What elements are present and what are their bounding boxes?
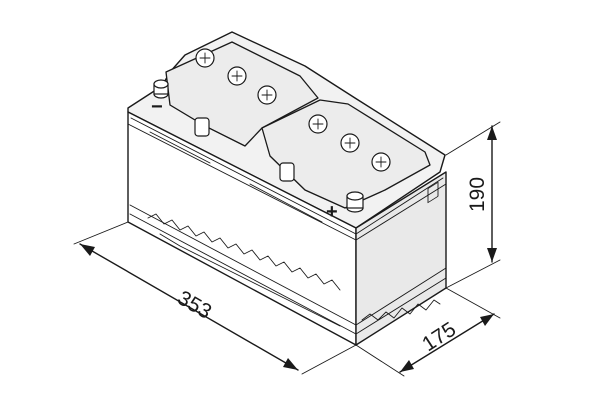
arrowhead-height-top [487, 126, 497, 140]
positive-sign: + [326, 201, 338, 223]
extension-line-height-top [445, 121, 501, 156]
terminal-positive [346, 191, 364, 213]
terminal-negative [153, 79, 169, 99]
dimension-line-length [79, 243, 299, 371]
arrowhead-height-bottom [487, 248, 497, 262]
battery-front-slot [149, 131, 211, 164]
battery-lids [165, 41, 431, 209]
battery-front-slot-2 [249, 183, 323, 223]
battery-rim-line [130, 117, 444, 235]
extension-line-length-right [301, 344, 357, 375]
dimension-height-label: 190 [466, 177, 489, 212]
vent-cap-6 [371, 152, 391, 172]
handle-housing-right [279, 162, 295, 182]
arrowhead-length-left [80, 244, 95, 256]
extension-line-height-bottom [445, 259, 501, 289]
battery-rim-line-2 [127, 123, 447, 241]
arrowhead-length-right [283, 358, 298, 370]
battery-side-ribs [361, 299, 441, 321]
dimension-width-label: 175 [418, 318, 460, 356]
battery-side-vent [427, 181, 439, 204]
vent-cap-4 [308, 114, 328, 134]
vent-cap-1 [195, 48, 215, 68]
vent-cap-5 [340, 133, 360, 153]
vent-cap-2 [227, 66, 247, 86]
battery-foot-rail-2 [129, 213, 447, 335]
handle-housing-left [194, 117, 210, 137]
battery-foot-rail [129, 204, 447, 326]
dimension-height: 190 [445, 121, 501, 289]
vent-cap-3 [257, 85, 277, 105]
battery-front-ribs-2 [159, 233, 341, 327]
battery-front-ribs [147, 213, 341, 291]
arrowhead-width-right [480, 314, 494, 326]
negative-sign: − [151, 96, 163, 118]
extension-line-width-right [445, 287, 501, 319]
arrowhead-width-left [400, 360, 414, 372]
extension-line-length-left [73, 221, 129, 245]
extension-line-width-left [355, 344, 405, 377]
vent-caps [195, 48, 391, 172]
dimension-line-width [399, 313, 495, 373]
